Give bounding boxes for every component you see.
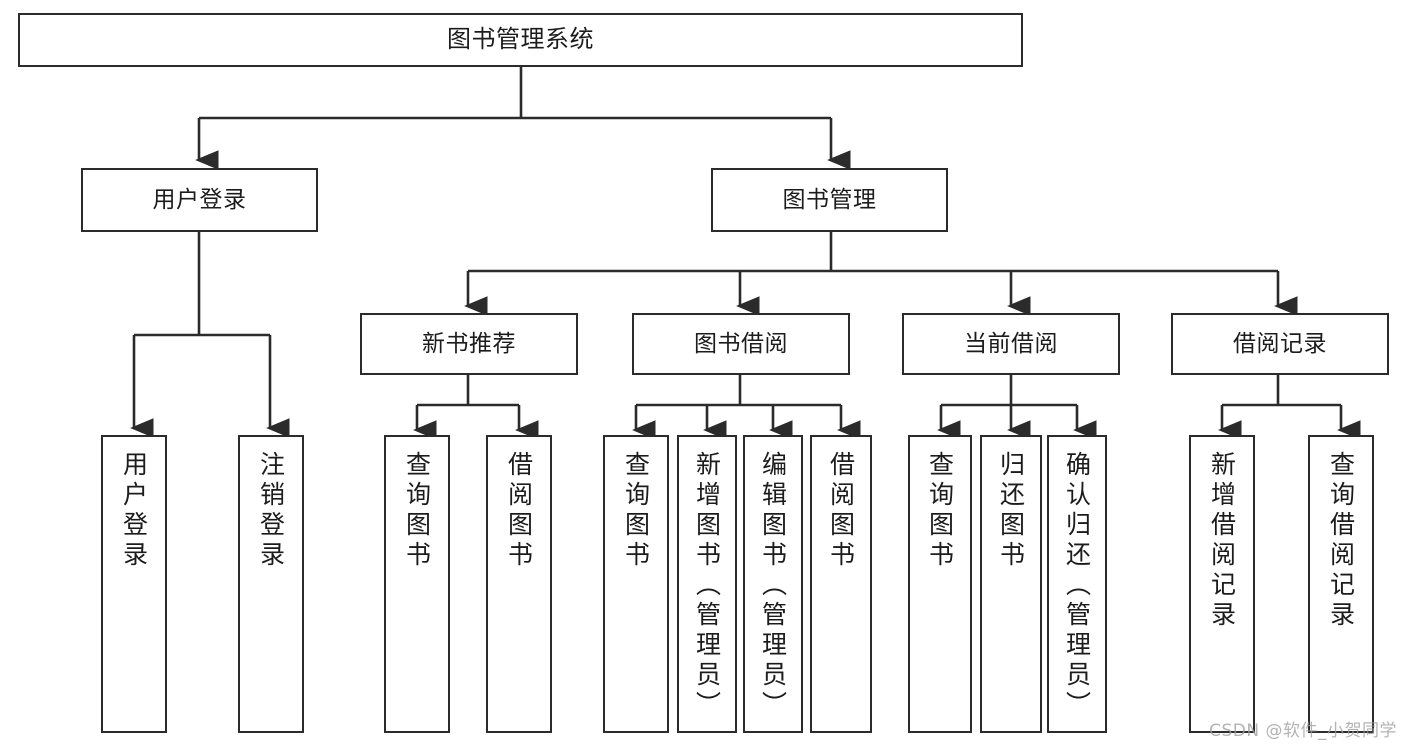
node-label: 查询图书 xyxy=(621,451,651,571)
node-label: 确认归还（管理员） xyxy=(1062,451,1092,721)
node-label: 用户登录 xyxy=(119,451,149,571)
node-label: 查询图书 xyxy=(402,451,432,571)
node-leaf-return-book[interactable]: 归还图书 xyxy=(980,435,1042,733)
node-current-borrow[interactable]: 当前借阅 xyxy=(902,313,1120,375)
node-label: 编辑图书（管理员） xyxy=(758,451,788,721)
node-leaf-query-book-borrow[interactable]: 查询图书 xyxy=(603,435,669,733)
node-label: 新增图书（管理员） xyxy=(692,451,722,721)
csdn-watermark: CSDN @软件_小贺同学 xyxy=(1209,721,1397,741)
node-leaf-borrow-book[interactable]: 借阅图书 xyxy=(810,435,872,733)
node-book-borrow[interactable]: 图书借阅 xyxy=(632,313,850,375)
node-leaf-confirm-return[interactable]: 确认归还（管理员） xyxy=(1047,435,1107,733)
node-root-system[interactable]: 图书管理系统 xyxy=(18,13,1023,67)
node-leaf-add-borrow-record[interactable]: 新增借阅记录 xyxy=(1189,435,1255,733)
node-label: 借阅图书 xyxy=(504,451,534,571)
node-leaf-query-borrow-record[interactable]: 查询借阅记录 xyxy=(1308,435,1374,733)
node-label: 归还图书 xyxy=(996,451,1026,571)
node-leaf-borrow-book-recommend[interactable]: 借阅图书 xyxy=(486,435,552,733)
node-label: 借阅记录 xyxy=(1233,330,1327,357)
node-user-login[interactable]: 用户登录 xyxy=(81,168,318,232)
node-label: 借阅图书 xyxy=(826,451,856,571)
node-label: 新增借阅记录 xyxy=(1207,451,1237,631)
node-label: 注销登录 xyxy=(256,451,286,571)
node-label: 图书管理 xyxy=(782,186,877,213)
node-leaf-edit-book[interactable]: 编辑图书（管理员） xyxy=(743,435,803,733)
node-borrow-record[interactable]: 借阅记录 xyxy=(1171,313,1389,375)
node-label: 新书推荐 xyxy=(422,330,516,357)
node-label: 查询图书 xyxy=(925,451,955,571)
node-leaf-user-logout[interactable]: 注销登录 xyxy=(238,435,304,733)
node-label: 当前借阅 xyxy=(964,330,1058,357)
node-leaf-user-login[interactable]: 用户登录 xyxy=(101,435,167,733)
node-label: 图书借阅 xyxy=(694,330,788,357)
node-leaf-query-book-recommend[interactable]: 查询图书 xyxy=(384,435,450,733)
node-label: 用户登录 xyxy=(152,186,247,213)
node-leaf-add-book[interactable]: 新增图书（管理员） xyxy=(677,435,737,733)
node-leaf-query-book-current[interactable]: 查询图书 xyxy=(908,435,972,733)
node-book-manage[interactable]: 图书管理 xyxy=(711,168,948,232)
node-label: 查询借阅记录 xyxy=(1326,451,1356,631)
node-new-book-recommend[interactable]: 新书推荐 xyxy=(360,313,578,375)
node-label: 图书管理系统 xyxy=(447,25,594,54)
